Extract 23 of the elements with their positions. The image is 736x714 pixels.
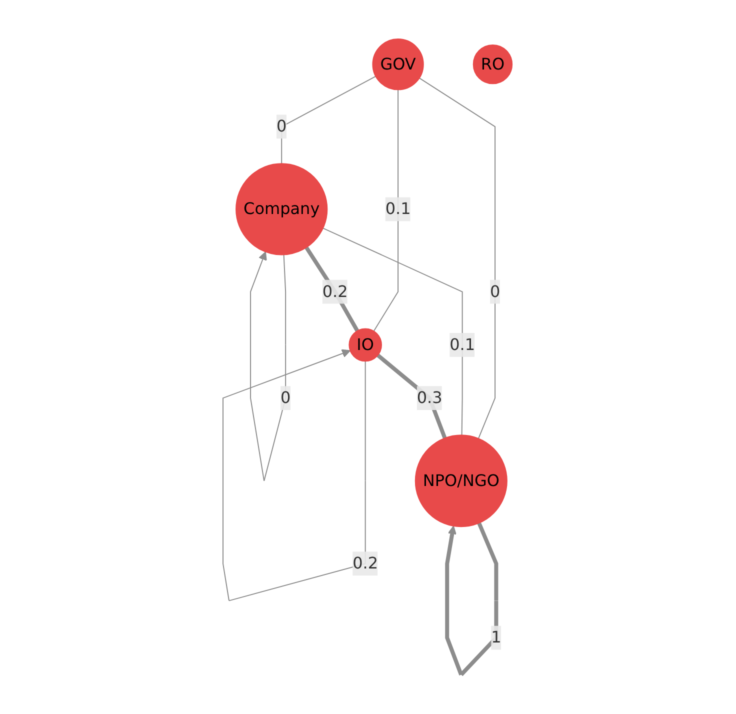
- edge-label: 0: [280, 388, 292, 408]
- node-circle: GOV: [372, 38, 424, 90]
- connector: [305, 246, 360, 332]
- node-circle: IO: [349, 328, 382, 362]
- edge-label: 1: [492, 628, 502, 647]
- connector: [376, 354, 448, 439]
- edge-label: 0.1: [386, 199, 412, 218]
- arrow: [250, 252, 287, 482]
- edge-label: 0.2: [353, 554, 379, 573]
- edge-label: 0.3: [417, 388, 443, 408]
- arrow: [222, 349, 366, 602]
- connector: [374, 89, 399, 332]
- connector: [419, 78, 496, 440]
- node-circle: RO: [473, 44, 514, 84]
- arrow: [446, 522, 499, 676]
- edge-label: 0: [276, 116, 288, 136]
- edge-label: 0: [490, 282, 501, 301]
- node-circle: NPO/NGO: [415, 434, 508, 528]
- edge-label: 0.2: [322, 282, 348, 301]
- node-circle: Company: [236, 163, 328, 256]
- connector: [323, 228, 464, 436]
- connector: [282, 76, 377, 164]
- edge-label: 0.1: [450, 334, 476, 354]
